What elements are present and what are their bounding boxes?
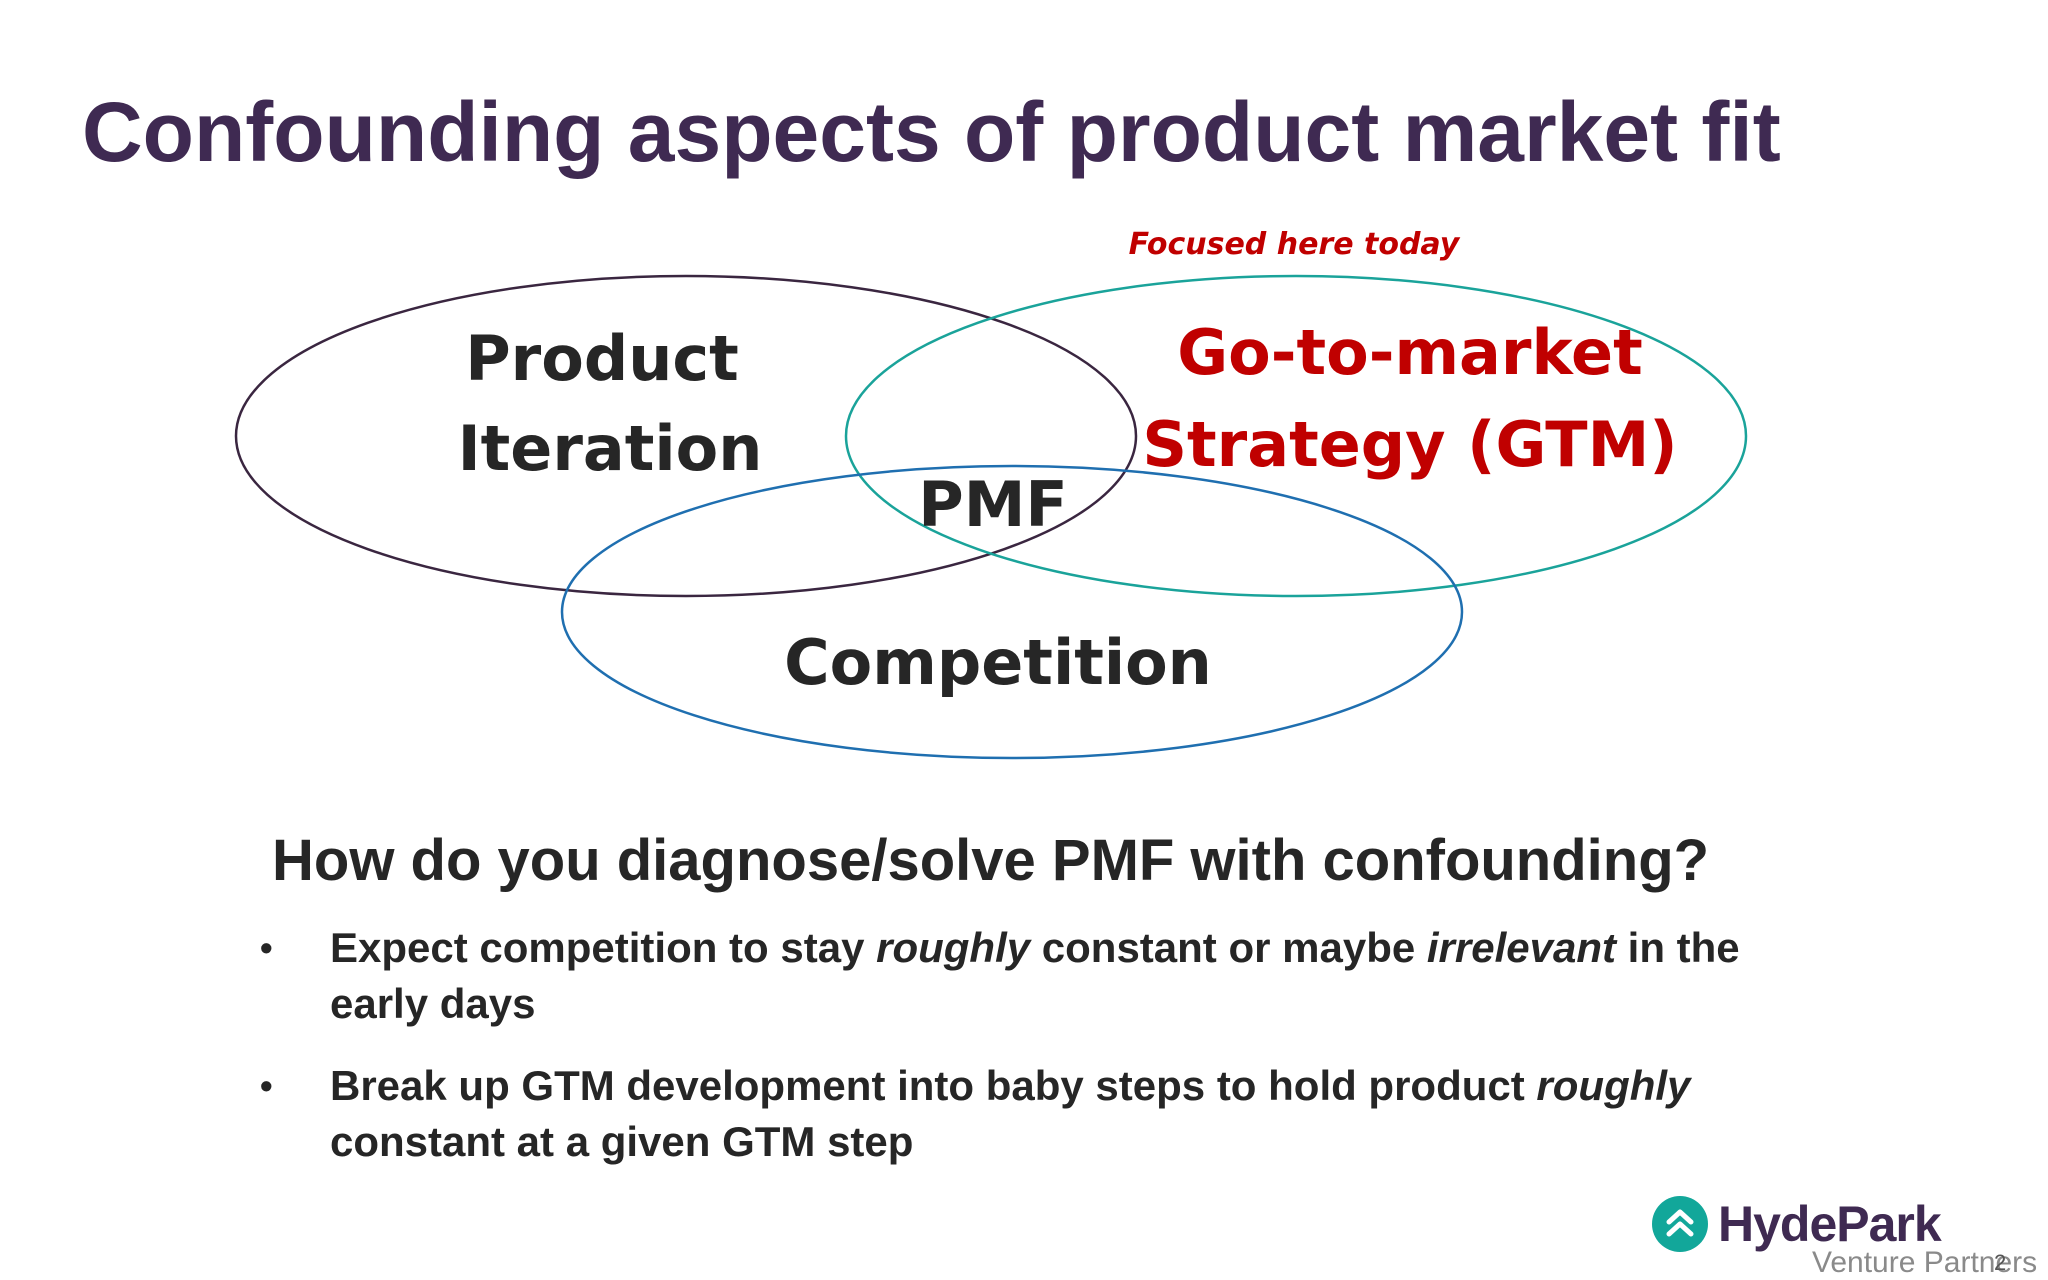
bullet-item-competition: • Expect competition to stay roughly con… — [250, 920, 1810, 1032]
logo-subtitle: Venture Partners — [1812, 1246, 2038, 1279]
bullet-emphasis: roughly — [876, 924, 1031, 971]
page-number: 2 — [1994, 1250, 2007, 1275]
competition-ellipse — [560, 464, 1464, 760]
bullet-list: • Expect competition to stay roughly con… — [250, 920, 1810, 1196]
bullet-text: constant or maybe — [1030, 924, 1427, 971]
competition-label: Competition — [784, 626, 1212, 699]
gtm-label-line2: Strategy (GTM) — [1142, 408, 1677, 481]
bullet-emphasis: roughly — [1536, 1062, 1691, 1109]
gtm-label-line1: Go-to-market — [1177, 316, 1642, 389]
logo-name: HydePark — [1718, 1196, 1942, 1252]
bullet-text: constant at a given GTM step — [330, 1118, 914, 1165]
bullet-emphasis: irrelevant — [1426, 924, 1616, 971]
gtm-ellipse — [844, 274, 1748, 598]
bullet-item-gtm: • Break up GTM development into baby ste… — [250, 1058, 1810, 1170]
bullet-text: Break up GTM development into baby steps… — [330, 1062, 1537, 1109]
bullet-text: in the early days — [330, 924, 1740, 1027]
focus-annotation: Focused here today — [1129, 227, 1461, 262]
bullet-dot: • — [260, 1065, 273, 1106]
slide-title: Confounding aspects of product market fi… — [82, 85, 1781, 179]
product-iteration-ellipse — [234, 274, 1138, 598]
company-logo: HydePark Venture Partners — [1652, 1194, 2037, 1279]
double-chevron-up-icon — [1652, 1196, 1708, 1252]
bullet-text: Expect competition to stay — [330, 924, 877, 971]
bullet-dot: • — [260, 927, 273, 968]
pmf-label: PMF — [918, 468, 1068, 541]
product-label-line1: Product — [465, 322, 739, 395]
product-label-line2: Iteration — [458, 412, 763, 485]
section-question: How do you diagnose/solve PMF with confo… — [272, 828, 1710, 893]
